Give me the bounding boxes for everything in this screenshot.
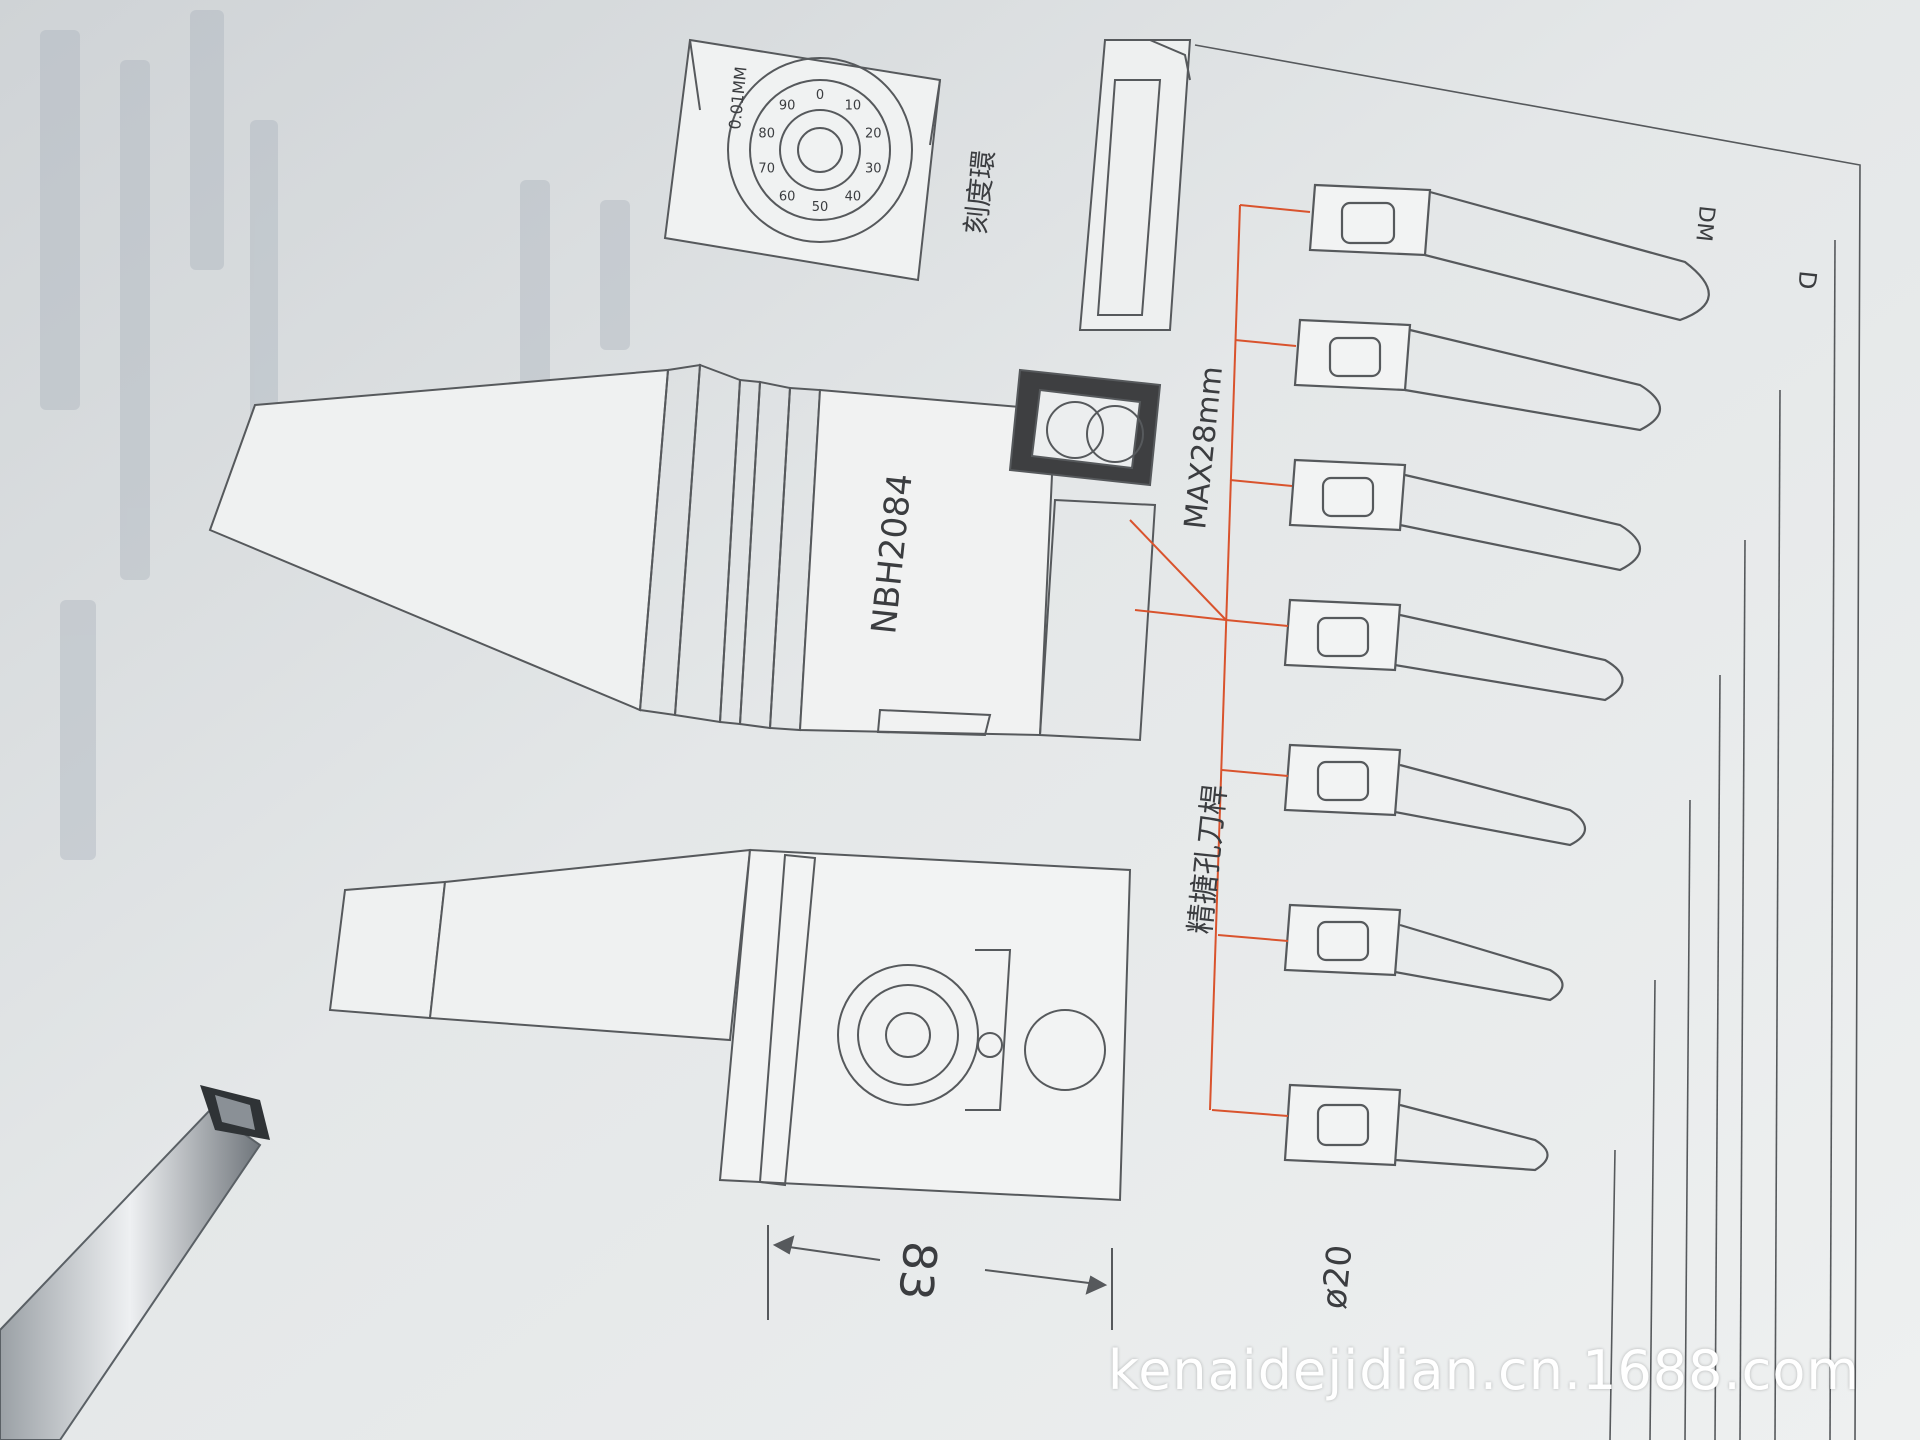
dial-number: 90 — [779, 99, 796, 114]
dial-number: 60 — [779, 189, 796, 204]
boring-head-holder-top — [208, 363, 1157, 742]
dimension-dm-label: DM — [1690, 204, 1719, 242]
boring-bar-4 — [1283, 598, 1624, 702]
slider-bar-top — [1078, 39, 1192, 331]
dial-number: 40 — [845, 189, 862, 204]
boring-bar-photo — [0, 1085, 270, 1440]
boring-bar-6 — [1283, 903, 1564, 1002]
dial-number: 30 — [865, 161, 882, 176]
watermark-text: kenaidejidian.cn.1688.com — [1107, 1339, 1860, 1402]
bleed-through-text — [40, 10, 630, 860]
dial-number: 50 — [812, 200, 829, 215]
dial-number: 80 — [758, 127, 775, 142]
insert-holder-square — [1008, 368, 1162, 487]
dial-number: 0 — [816, 88, 824, 103]
boring-bar-1 — [1308, 183, 1710, 322]
boring-bar-5 — [1283, 743, 1587, 847]
boring-head-holder-bottom — [328, 848, 1132, 1202]
dial-number: 10 — [845, 99, 862, 114]
red-callout-lines — [1129, 204, 1311, 1117]
dial-number: 20 — [865, 127, 882, 142]
dial-number: 70 — [758, 161, 775, 176]
boring-bar-7 — [1283, 1083, 1549, 1172]
boring-bars — [1283, 183, 1710, 1172]
dimension-83-label: 83 — [888, 1239, 948, 1303]
boring-bar-2 — [1293, 318, 1661, 432]
dimension-leader-lines — [1194, 44, 1861, 1440]
boring-bar-3 — [1288, 458, 1641, 572]
dimension-shank-label: ø20 — [1314, 1243, 1360, 1311]
dimension-d-label: D — [1792, 269, 1822, 290]
dimension-83 — [767, 1225, 1113, 1330]
graduated-dial-inset — [663, 38, 942, 282]
